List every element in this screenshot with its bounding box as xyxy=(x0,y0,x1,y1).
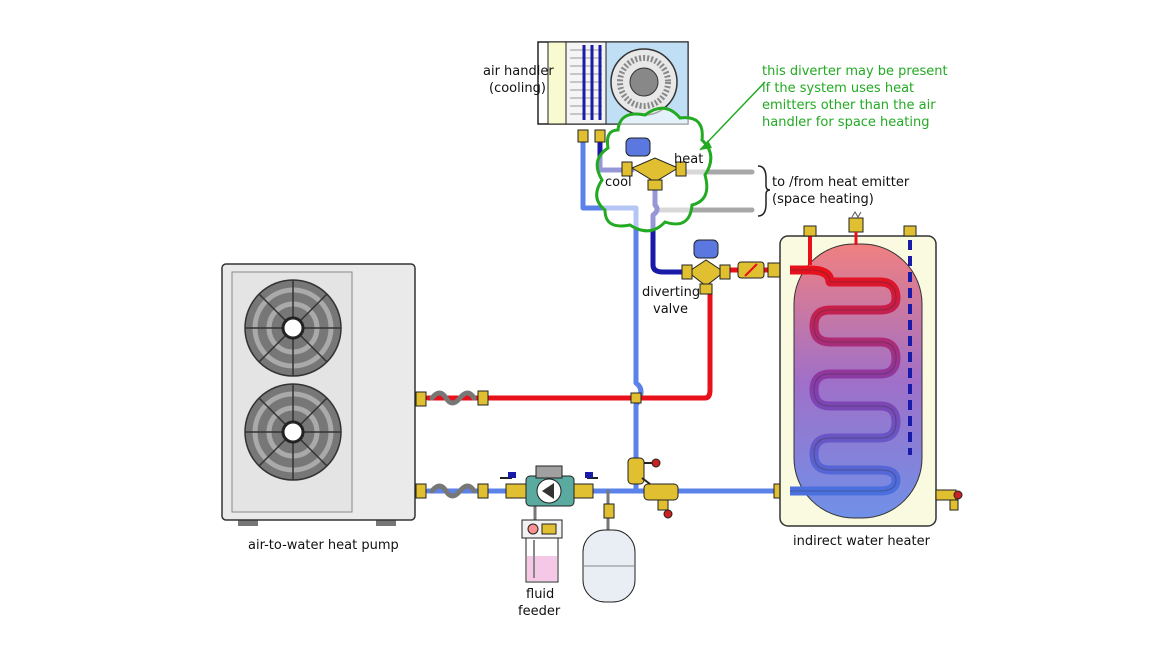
expansion-tank xyxy=(582,503,636,603)
cloud-diverter-valve xyxy=(621,137,687,191)
heat-exchanger-coil xyxy=(790,265,901,496)
hot-supply-pipe xyxy=(425,287,713,401)
note-arrowhead xyxy=(700,140,712,150)
emitter-label-1: to /from heat emitter xyxy=(772,175,910,190)
air-handler-label-1: air handler xyxy=(483,64,554,79)
cool-label: cool xyxy=(605,175,632,190)
diverter-note-2: if the system uses heat xyxy=(762,81,914,96)
diverter-note-4: handler for space heating xyxy=(762,115,929,130)
indirect-water-heater xyxy=(779,211,963,527)
air-handler-valves xyxy=(577,129,606,143)
fluid-feeder-label-1: fluid xyxy=(526,587,554,602)
heat-label: heat xyxy=(674,152,703,167)
diverter-note-3: emitters other than the air xyxy=(762,98,936,113)
fan-bottom xyxy=(244,383,342,481)
purge-valve-upper xyxy=(627,457,661,485)
drain-valve xyxy=(935,489,963,511)
purge-valve-lower xyxy=(641,477,679,519)
diverter-note-1: this diverter may be present xyxy=(762,64,948,79)
flex-hose-upper xyxy=(429,390,477,406)
heat-pump-label: air-to-water heat pump xyxy=(248,538,399,553)
diverting-valve xyxy=(681,239,731,295)
diverting-valve-label-1: diverting xyxy=(642,285,700,300)
flex-hose-lower xyxy=(429,483,477,499)
note-leader-line xyxy=(699,81,766,151)
emitter-bracket xyxy=(757,165,771,217)
water-heater-label: indirect water heater xyxy=(793,534,931,549)
air-handler-label-2: (cooling) xyxy=(489,81,546,96)
fluid-feeder-label-2: feeder xyxy=(518,604,561,619)
check-valve-tank-supply xyxy=(737,261,781,279)
circulator-pump xyxy=(500,465,598,507)
diverting-valve-label-2: valve xyxy=(653,302,688,317)
air-handler xyxy=(537,41,689,125)
emitter-label-2: (space heating) xyxy=(772,192,874,207)
air-to-water-heat-pump xyxy=(221,263,427,526)
fluid-feeder xyxy=(521,519,563,583)
relief-valve xyxy=(848,211,864,245)
pipe-unions xyxy=(477,390,785,499)
fan-top xyxy=(244,279,342,377)
